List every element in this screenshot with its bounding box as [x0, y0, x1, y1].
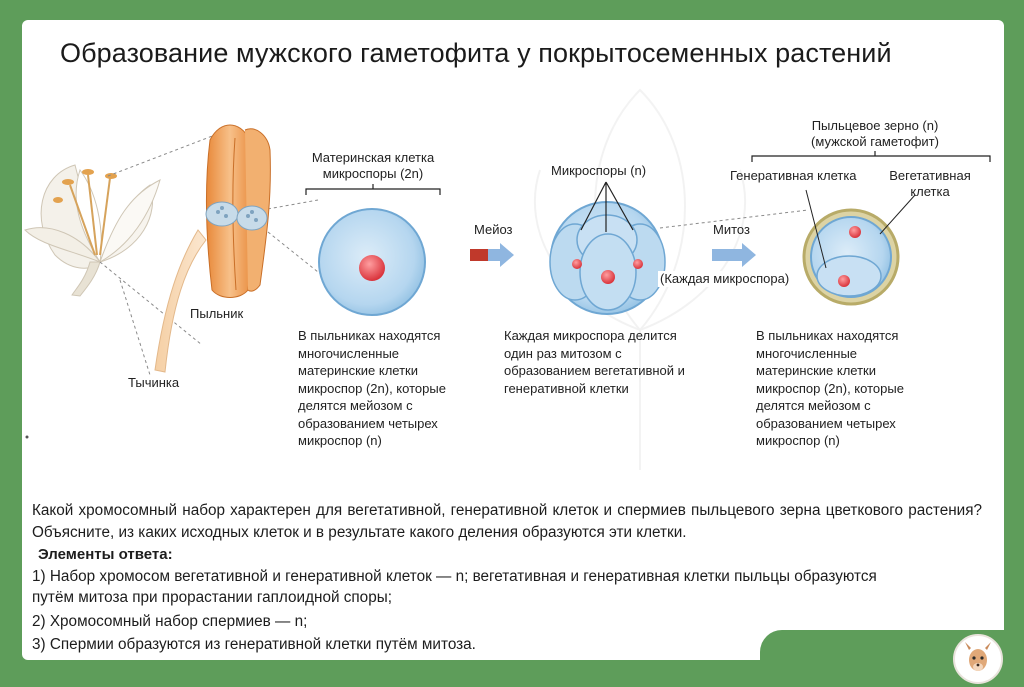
mother-cell-bracket	[305, 184, 441, 195]
meiosis-label: Мейоз	[474, 222, 513, 237]
description-left: В пыльниках находятся многочисленные мат…	[298, 328, 446, 448]
mitosis-label: Митоз	[713, 222, 750, 237]
pollen-grain-label-line1: Пыльцевое зерно (n)	[811, 118, 939, 133]
vegetative-cell-label: Вегетативная клетка	[889, 168, 971, 199]
question-text: Какой хромосомный набор характерен для в…	[32, 502, 982, 541]
answer-item-1: 1) Набор хромосом вегетативной и генерат…	[32, 568, 877, 606]
stamen-filament-icon	[154, 229, 207, 373]
lily-flower-icon	[24, 164, 161, 297]
leader-lines	[99, 129, 809, 376]
content-card	[22, 20, 1004, 660]
deer-logo-icon	[953, 634, 1003, 684]
microspores-label: Микроспоры (n)	[551, 163, 647, 178]
answer-item-2: 2) Хромосомный набор спермиев — n;	[32, 613, 308, 630]
page-title: Образование мужского гаметофита у покрыт…	[60, 38, 892, 68]
pollen-grain-label-line2: (мужской гаметофит)	[811, 134, 939, 149]
stamen-label: Тычинка	[128, 375, 180, 390]
generative-cell-label: Генеративная клетка	[730, 168, 857, 183]
anther-label: Пыльник	[190, 306, 244, 321]
answer-item-3: 3) Спермии образуются из генеративной кл…	[32, 636, 476, 653]
dot-mark	[25, 435, 29, 439]
meiosis-arrow-icon	[470, 243, 514, 267]
anther-icon	[205, 124, 271, 298]
description-middle: Каждая микроспора делится один раз митоз…	[504, 328, 685, 396]
mother-cell-icon	[318, 208, 426, 316]
pollen-grain-bracket	[751, 151, 991, 162]
mother-cell-label: Материнская клетка микроспоры (2n)	[311, 150, 435, 181]
watermark-flower-icon	[533, 88, 747, 470]
microspores-tetrad-icon	[549, 181, 666, 315]
answer-title: Элементы ответа:	[38, 546, 173, 563]
mitosis-arrow-icon	[712, 243, 756, 267]
each-microspore-label: (Каждая микроспора)	[658, 271, 792, 287]
description-right: В пыльниках находятся многочисленные мат…	[756, 328, 904, 448]
pollen-grain-icon	[802, 189, 916, 306]
